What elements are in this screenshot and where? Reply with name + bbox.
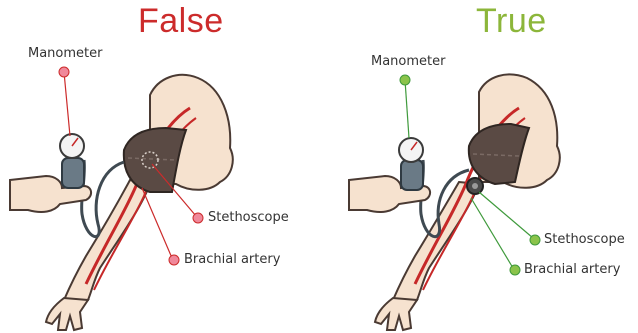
true-panel: True Manometer Stethoscope Brachial arte…: [319, 0, 638, 333]
manometer-marker: [59, 67, 69, 77]
false-panel: False Manometer Stethoscope Brachial art…: [0, 0, 319, 333]
artery-pointer-line: [471, 198, 513, 268]
stethoscope-label: Stethoscope: [208, 210, 289, 225]
stethoscope-pointer-line: [479, 192, 533, 238]
manometer-body: [401, 160, 423, 190]
arm-illustration: [319, 0, 638, 333]
stethoscope-label: Stethoscope: [544, 232, 625, 247]
manometer-label: Manometer: [28, 46, 102, 61]
hand-skin: [375, 298, 417, 330]
manometer-marker: [400, 75, 410, 85]
artery-marker: [510, 265, 520, 275]
artery-label: Brachial artery: [184, 252, 280, 267]
artery-marker: [169, 255, 179, 265]
manometer-pointer-line: [64, 72, 70, 136]
manometer-pointer-line: [405, 80, 409, 138]
stethoscope-marker: [530, 235, 540, 245]
artery-label: Brachial artery: [524, 262, 620, 277]
hand-skin: [46, 298, 88, 330]
artery-pointer-line: [142, 188, 172, 258]
manometer-body: [62, 158, 84, 188]
stethoscope-marker: [193, 213, 203, 223]
manometer-label: Manometer: [371, 54, 445, 69]
